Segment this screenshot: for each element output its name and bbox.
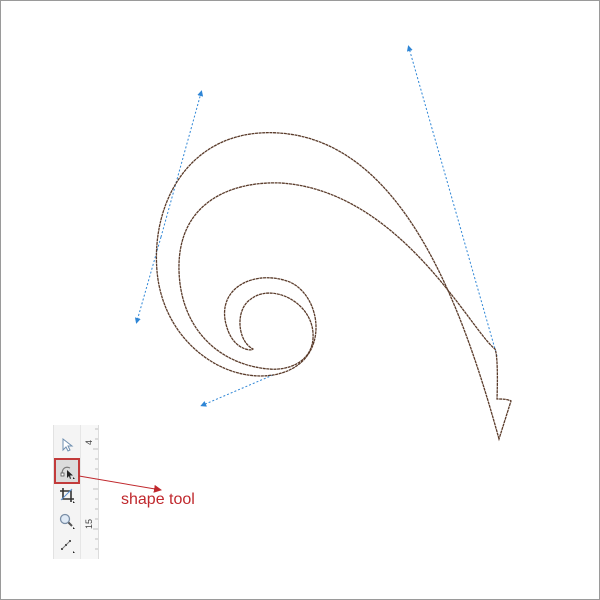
callout-label: shape tool <box>121 491 195 508</box>
control-handle-left[interactable] <box>134 236 162 324</box>
arrow-pointer-icon <box>62 437 74 452</box>
ruler-ticks <box>93 428 98 550</box>
vertical-ruler[interactable]: 4 15 <box>80 425 99 559</box>
control-handle-bottom[interactable] <box>200 374 274 407</box>
spiral-curve[interactable] <box>155 132 512 442</box>
crop-tool-button[interactable] <box>55 483 79 507</box>
freehand-icon <box>61 540 75 553</box>
magnifier-icon <box>59 513 75 529</box>
pick-tool-button[interactable] <box>55 433 79 457</box>
freehand-tool-button[interactable] <box>55 533 79 557</box>
control-handle-top-left[interactable] <box>160 90 204 238</box>
shape-tool-button[interactable] <box>54 458 80 484</box>
control-handle-right[interactable] <box>406 45 498 357</box>
toolbox <box>53 425 80 559</box>
shape-tool-icon <box>60 466 75 479</box>
crop-icon <box>60 488 75 503</box>
zoom-tool-button[interactable] <box>55 509 79 533</box>
